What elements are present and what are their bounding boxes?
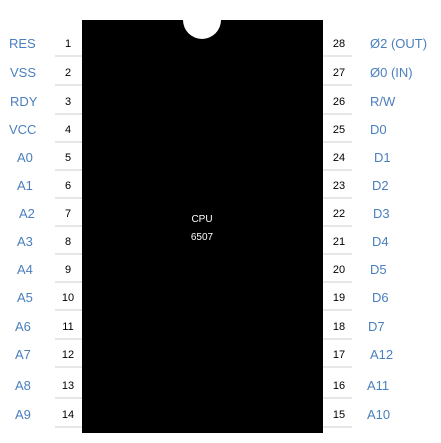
right-pin-number: 20 (333, 264, 345, 276)
right-pin-number: 18 (333, 321, 345, 333)
left-pin-number: 3 (65, 96, 71, 108)
left-pin-label: A7 (15, 347, 31, 362)
right-pin-number: 19 (333, 292, 345, 304)
right-pin-number: 24 (333, 152, 345, 164)
chip-body (82, 20, 323, 433)
left-pin-number: 13 (62, 380, 74, 392)
left-pin-label: A6 (15, 319, 31, 334)
right-pin-label: D5 (370, 262, 387, 277)
left-pin-label: A0 (17, 150, 33, 165)
right-pin-label: A12 (370, 347, 393, 362)
right-pin-label: A11 (367, 378, 389, 393)
left-pin-label: A2 (19, 206, 35, 221)
right-pin-label: Ø0 (IN) (370, 65, 413, 80)
right-pin-number: 27 (333, 67, 345, 79)
right-pin-number: 15 (333, 409, 345, 421)
right-pin-number: 17 (333, 349, 345, 361)
right-pin-label: D4 (372, 234, 389, 249)
left-pin-number: 10 (62, 292, 74, 304)
right-pin-number: 16 (333, 380, 345, 392)
right-pin-label: D6 (372, 290, 389, 305)
left-pin-number: 9 (65, 264, 71, 276)
left-pin-label: A9 (15, 407, 31, 422)
left-pin-number: 2 (65, 67, 71, 79)
right-pin-label: Ø2 (OUT) (370, 36, 427, 51)
left-pin-number: 4 (65, 124, 71, 136)
left-pin-label: A4 (17, 262, 33, 277)
right-pin-label: D2 (372, 178, 389, 193)
left-pin-number: 1 (65, 38, 71, 50)
right-pin-column: 28 Ø2 (OUT) 27 Ø0 (IN) 26 R/W 25 D0 24 D1 23 D2 22 D3… (333, 36, 427, 422)
right-pin-number: 22 (333, 208, 345, 220)
left-pin-label: A5 (17, 290, 33, 305)
right-pin-label: A10 (367, 407, 390, 422)
right-pin-number: 28 (333, 38, 345, 50)
left-pin-number: 11 (62, 321, 73, 333)
left-pin-label: RES (9, 36, 36, 51)
right-pin-number: 26 (333, 96, 345, 108)
left-pin-number: 7 (65, 208, 71, 220)
right-pin-label: R/W (370, 94, 396, 109)
left-pin-number: 6 (65, 180, 71, 192)
chip-notch (183, 1, 221, 39)
right-pin-label: D0 (370, 122, 387, 137)
left-pin-label: A8 (15, 378, 31, 393)
pin-lines (55, 55, 352, 428)
right-pin-label: D7 (368, 319, 385, 334)
left-pin-label: VSS (10, 65, 36, 80)
left-pin-label: A1 (17, 178, 33, 193)
left-pin-number: 5 (65, 152, 71, 164)
right-pin-number: 21 (333, 236, 345, 248)
right-pin-number: 25 (333, 124, 345, 136)
left-pin-number: 12 (62, 349, 74, 361)
left-pin-number: 8 (65, 236, 71, 248)
left-pin-label: VCC (9, 122, 36, 137)
left-pin-number: 14 (62, 409, 74, 421)
chip-model: 6507 (191, 232, 214, 243)
chip-name: CPU (191, 214, 212, 225)
right-pin-label: D1 (374, 150, 391, 165)
left-pin-label: RDY (10, 94, 38, 109)
right-pin-number: 23 (333, 180, 345, 192)
right-pin-label: D3 (373, 206, 390, 221)
left-pin-label: A3 (17, 234, 33, 249)
